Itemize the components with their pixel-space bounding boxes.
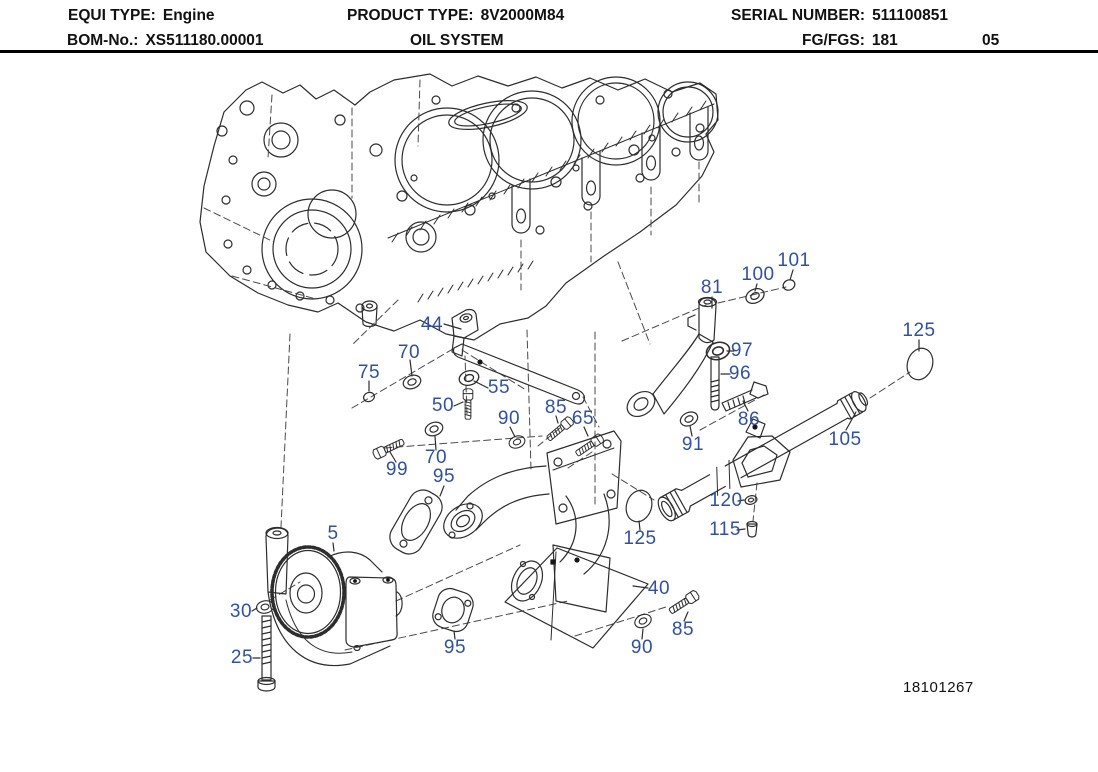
equi-type: EQUI TYPE: Engine xyxy=(68,7,215,25)
bolt-86 xyxy=(721,381,769,412)
fg-fgs-value: 181 xyxy=(871,32,898,49)
drawing-number: 18101267 xyxy=(903,679,974,696)
product-type: PRODUCT TYPE: 8V2000M84 xyxy=(347,7,564,25)
bracket-44 xyxy=(451,308,585,405)
bolt-25 xyxy=(257,615,276,692)
nut-101 xyxy=(782,279,796,291)
bom-no-value: XS511180.00001 xyxy=(145,32,264,49)
fg-fgs-label: FG/FGS: xyxy=(802,32,865,49)
equi-type-label: EQUI TYPE: xyxy=(68,7,156,24)
o-ring-125-right xyxy=(906,347,934,381)
suction-pipe xyxy=(443,430,622,613)
serial-number: SERIAL NUMBER: 511100851 xyxy=(731,7,948,25)
screw-115 xyxy=(746,520,758,538)
gasket-95-upper xyxy=(389,489,443,555)
stud-96 xyxy=(710,356,720,411)
system-title: OIL SYSTEM xyxy=(410,32,504,49)
oil-pipe-105 xyxy=(657,391,869,522)
sheet-number: 05 xyxy=(982,32,1000,49)
bom-no: BOM-No.: XS511180.00001 xyxy=(67,32,264,50)
fasteners xyxy=(254,279,934,692)
dowel xyxy=(361,300,378,328)
oil-pump-5 xyxy=(265,526,403,666)
plug-75 xyxy=(363,391,375,403)
construction-lines xyxy=(269,261,911,651)
leader-lines xyxy=(251,269,920,659)
serial-number-label: SERIAL NUMBER: xyxy=(731,7,866,24)
bom-no-label: BOM-No.: xyxy=(67,32,139,49)
header-divider xyxy=(0,50,1098,53)
equi-type-value: Engine xyxy=(162,7,215,24)
product-type-value: 8V2000M84 xyxy=(480,7,565,24)
o-ring-125-left xyxy=(625,489,653,523)
support-arm-81 xyxy=(626,296,718,418)
product-type-label: PRODUCT TYPE: xyxy=(347,7,474,24)
gasket-95-lower xyxy=(432,587,474,633)
strainer-40 xyxy=(504,547,649,649)
fg-fgs: FG/FGS: 181 xyxy=(802,32,898,50)
serial-number-value: 511100851 xyxy=(872,7,948,24)
engine-block xyxy=(199,73,719,341)
